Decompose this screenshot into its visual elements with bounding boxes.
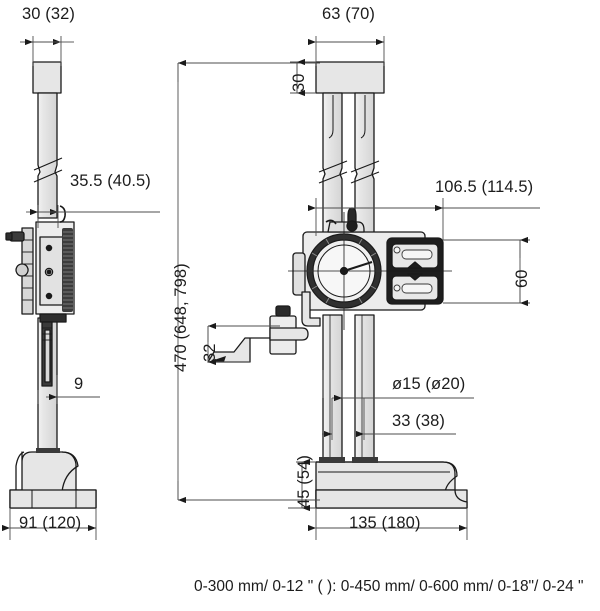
dimension-lines [1, 36, 540, 540]
dim-column-diameter: ø15 (ø20) [392, 375, 466, 393]
dim-base-height: 45 (54) [295, 455, 313, 508]
center-lines [288, 212, 452, 330]
dim-front-top-width: 63 (70) [322, 5, 375, 23]
dim-front-cap-height: 30 [290, 73, 308, 92]
dim-side-offset: 35.5 (40.5) [70, 172, 151, 190]
dim-base-width: 135 (180) [349, 514, 421, 532]
dim-side-top-width: 30 (32) [22, 5, 75, 23]
dim-total-height: 470 (648, 798) [172, 263, 190, 372]
side-view-geometry [5, 61, 97, 509]
front-view-geometry [207, 61, 468, 509]
dim-front-head-width: 106.5 (114.5) [435, 178, 534, 196]
range-caption: 0-300 mm/ 0-12 " ( ): 0-450 mm/ 0-600 mm… [194, 578, 584, 595]
dim-front-head-height: 60 [513, 269, 531, 288]
dim-side-base-width: 91 (120) [19, 514, 82, 532]
dim-side-slider-depth: 9 [74, 375, 84, 393]
dim-column-spacing: 33 (38) [392, 412, 445, 430]
dim-scriber-height: 32 [201, 343, 219, 362]
